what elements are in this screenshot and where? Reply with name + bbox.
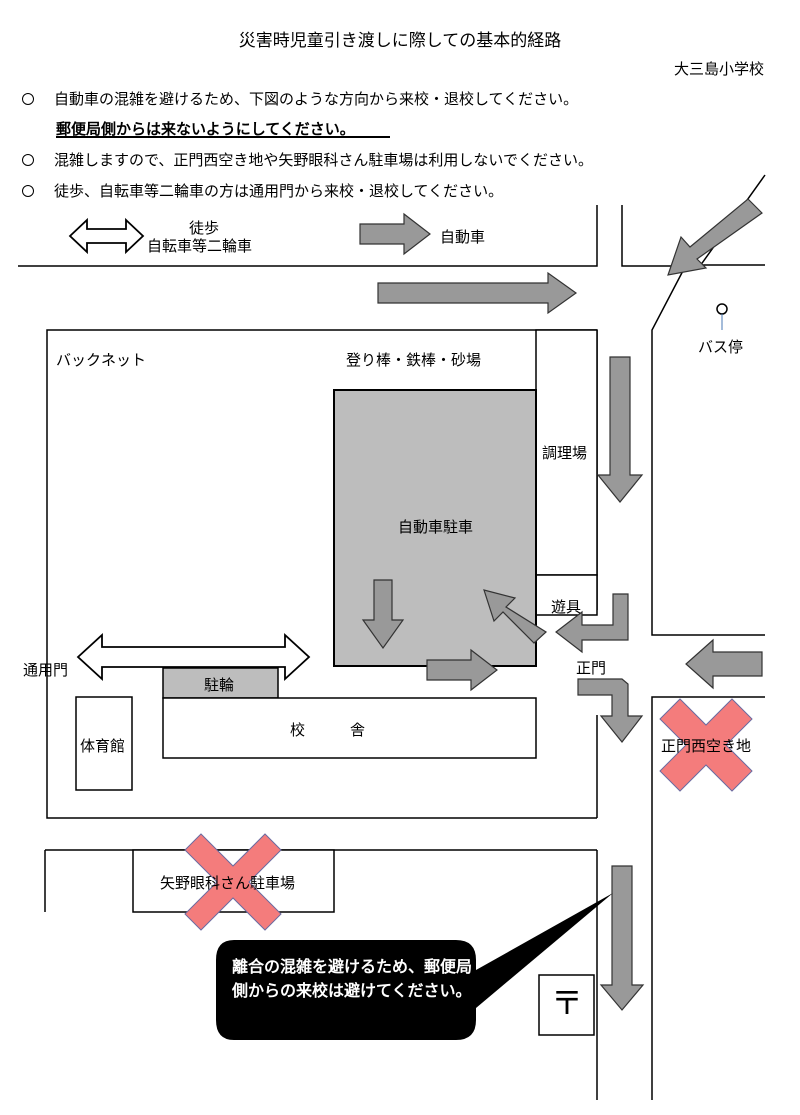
kitchen-building [535,329,598,576]
post-office-icon: 〒 [551,984,584,1022]
route-arrow-west-entrance [685,638,763,690]
route-arrow-uturn-in [555,593,629,654]
emphasis-underline [56,136,390,138]
emphasis-text: 郵便局側からは来ないようにしてください。 [56,120,355,138]
route-arrow-into-gate [483,589,547,644]
route-arrow-southwest [667,198,763,276]
circle-bullet-icon [22,184,34,197]
main-gate-label: 正門 [576,659,607,677]
page-title: 災害時児童引き渡しに際しての基本的経路 [238,31,562,51]
playground-label: 登り棒・鉄棒・砂場 [346,351,482,369]
circle-bullet-icon [22,92,34,105]
route-arrow-parking-down [361,579,405,650]
legend-walk-label-1: 徒歩 [189,219,220,237]
route-arrow-post-office [599,865,645,1011]
route-arrow-exit-east [426,648,498,692]
bike-parking-label: 駐輪 [204,676,235,694]
parking-label: 自動車駐車 [398,518,474,536]
gym-building [75,696,133,791]
bus-stop-label: バス停 [698,338,744,356]
pedestrian-arrows [68,217,311,682]
note-1: 自動車の混雑を避けるため、下図のような方向から来校・退校してください。 [22,88,578,109]
backnet-label: バックネット [56,351,147,369]
road-north-edge [18,205,598,267]
car-route-arrows [359,198,763,1011]
route-arrow-east [377,271,578,315]
route-arrow-south [596,356,644,503]
legend-walk-label-2: 自転車等二輪車 [147,237,253,255]
note-1-text: 自動車の混雑を避けるため、下図のような方向から来校・退校してください。 [54,90,579,108]
bike-parking [162,667,279,699]
note-3-text: 徒歩、自転車等二輪車の方は通用門から来校・退校してください。 [54,182,504,200]
cross-icon [184,833,282,931]
playset-area [535,574,598,616]
kitchen-label: 調理場 [542,444,588,462]
school-building [162,697,537,759]
legend-car-label: 自動車 [440,228,486,246]
bus-stop-icon [716,303,728,315]
circle-bullet-icon [22,153,34,166]
clinic-parking-label: 矢野眼科さん駐車場 [160,874,296,892]
legend-car-arrow [359,212,431,256]
prohibited-crosses [184,698,753,931]
route-arrow-side-gate [76,632,311,682]
road-east-lower-edge [651,696,765,1100]
school-grounds-outline [46,329,597,819]
callout-text: 離合の混雑を避けるため、郵便局側からの来校は避けてください。 [232,957,473,1000]
cross-icon [659,698,753,792]
playset-label: 遊具 [551,598,582,616]
note-2-text: 混雑しますので、正門西空き地や矢野眼科さん駐車場は利用しないでください。 [54,151,593,169]
note-3: 徒歩、自転車等二輪車の方は通用門から来校・退校してください。 [22,180,503,201]
side-gate-label: 通用門 [23,661,69,679]
note-2: 混雑しますので、正門西空き地や矢野眼科さん駐車場は利用しないでください。 [22,149,593,170]
vacant-lot-label: 正門西空き地 [661,737,752,755]
school-building-label: 校 舎 [290,721,366,739]
gym-label: 体育館 [80,737,126,755]
callout-bubble [216,893,613,1040]
route-arrow-exit-south [577,678,644,743]
legend-walk-arrow [68,217,145,255]
post-office [538,974,595,1036]
road-east-edge [651,264,765,636]
school-name: 大三島小学校 [673,60,764,78]
